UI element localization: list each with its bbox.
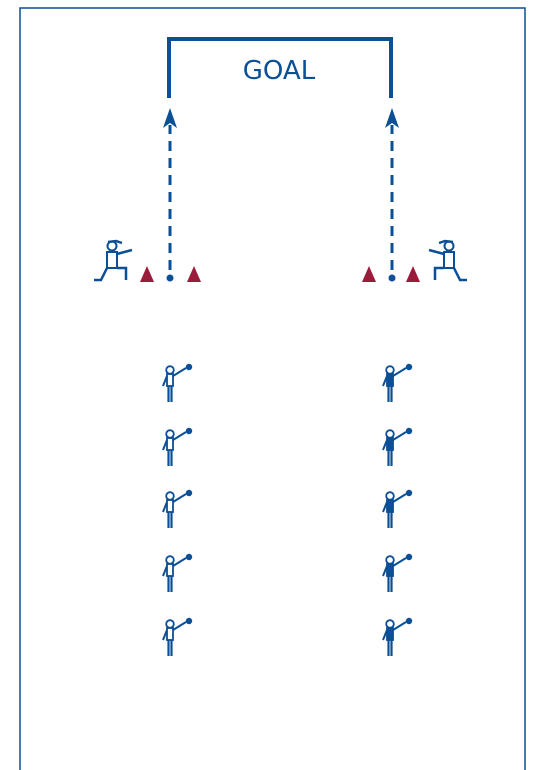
player-with-ball-icon: [161, 362, 194, 404]
player-with-ball-icon: [381, 362, 414, 404]
player-with-ball-icon: [161, 552, 194, 594]
arrowhead-left-icon: [163, 108, 177, 128]
player-with-ball-icon: [381, 488, 414, 530]
field-border: [19, 7, 526, 770]
player-with-ball-icon: [381, 616, 414, 658]
cone-icon: [140, 266, 154, 282]
cone-icon: [362, 266, 376, 282]
arrowhead-right-icon: [385, 108, 399, 128]
player-with-ball-icon: [161, 616, 194, 658]
coach-kneeling-icon: [427, 239, 469, 282]
player-with-ball-icon: [161, 488, 194, 530]
ball-start-left: [166, 274, 174, 282]
player-with-ball-icon: [381, 426, 414, 468]
cone-icon: [406, 266, 420, 282]
cone-icon: [187, 266, 201, 282]
player-with-ball-icon: [161, 426, 194, 468]
player-with-ball-icon: [381, 552, 414, 594]
goal-label: GOAL: [243, 56, 316, 86]
goal-frame: [167, 37, 393, 98]
coach-kneeling-icon: [92, 239, 134, 282]
ball-start-right: [388, 274, 396, 282]
